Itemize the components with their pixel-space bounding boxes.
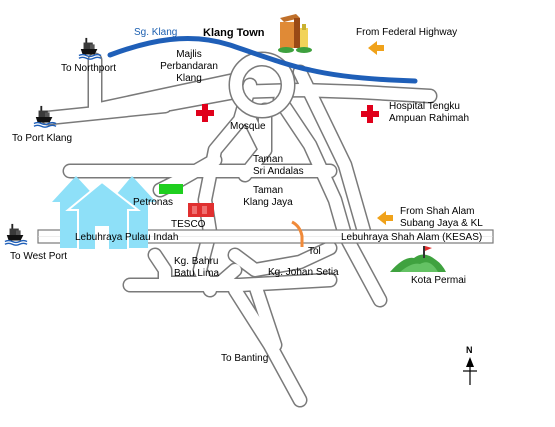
house-icon (52, 176, 156, 250)
ship-icon (78, 37, 102, 60)
klang-jaya-label: Taman Klang Jaya (243, 185, 293, 208)
bahru-label: Kg. Bahru Batu Lima (174, 256, 220, 279)
petronas-station-icon (159, 184, 183, 194)
northport-label: To Northport (61, 63, 117, 74)
tesco-label: TESCO (171, 219, 206, 230)
majlis-label: Majlis Perbandaran Klang (160, 49, 218, 84)
town-label: Klang Town (203, 27, 265, 39)
shah-alam-label: From Shah Alam Subang Jaya & KL (400, 206, 483, 229)
west-port-label: To West Port (10, 251, 68, 262)
hospital-cross-icon (196, 104, 214, 122)
river-line (107, 35, 418, 84)
river-label: Sg. Klang (134, 27, 178, 38)
hospital-label: Hospital Tengku Ampuan Rahimah (389, 101, 470, 124)
north-label: N (466, 345, 473, 355)
arrow-left-icon (368, 41, 384, 55)
pulau-indah-label: Lebuhraya Pulau Indah (75, 232, 179, 243)
ship-icon (33, 105, 57, 128)
banting-label: To Banting (221, 353, 269, 364)
building-icon (278, 14, 312, 53)
ship-icon (4, 223, 28, 246)
tesco-building-icon (188, 203, 214, 217)
federal-highway-label: From Federal Highway (356, 27, 458, 38)
arrow-left-icon (377, 211, 393, 225)
mosque-label: Mosque (230, 121, 266, 132)
port-klang-label: To Port Klang (12, 133, 73, 144)
north-arrow-icon (463, 357, 477, 385)
hospital-cross-icon (361, 105, 379, 123)
johan-setia-label: Kg. Johan Setia (268, 267, 339, 278)
kesas-label: Lebuhraya Shah Alam (KESAS) (341, 232, 483, 243)
sri-andalas-label: Taman Sri Andalas (253, 154, 304, 177)
hill-icon (390, 246, 446, 272)
petronas-label: Petronas (133, 197, 174, 208)
kota-permai-label: Kota Permai (411, 275, 467, 286)
toll-label: Tol (308, 246, 321, 257)
